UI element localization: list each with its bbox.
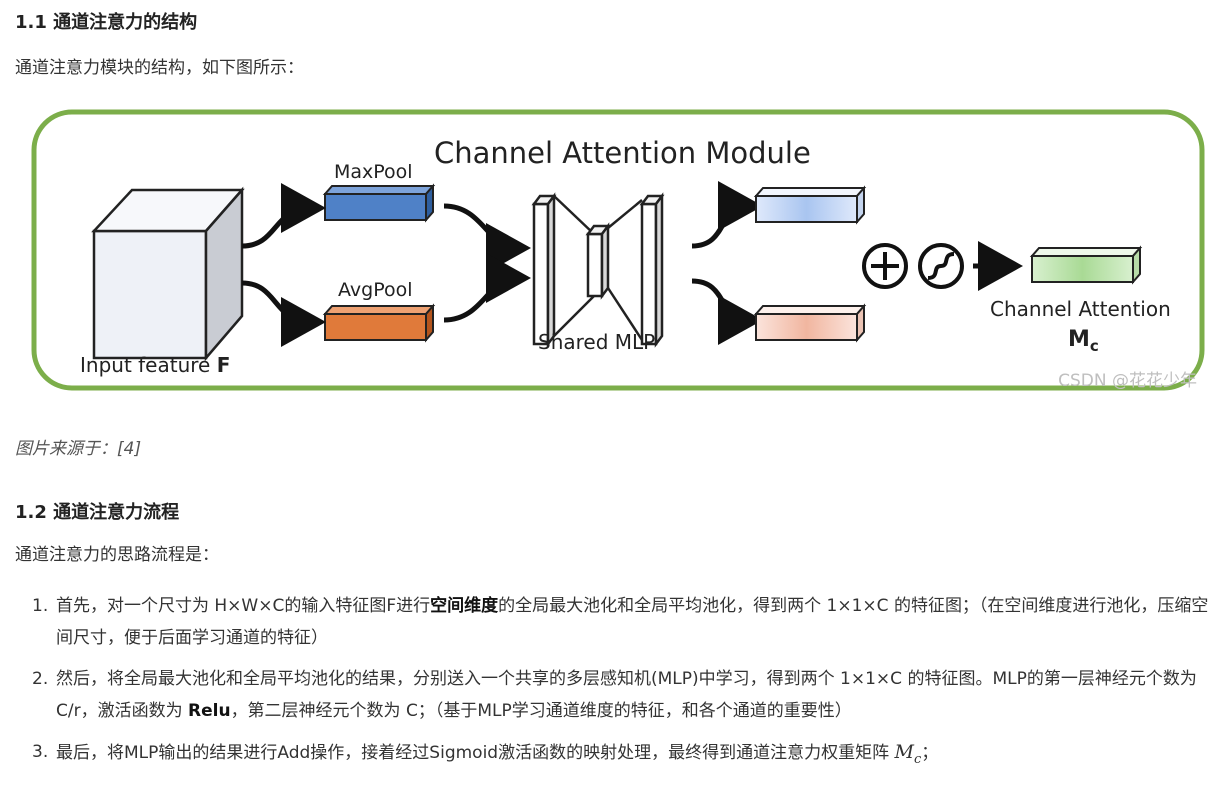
sigmoid-icon [918,243,964,289]
step-text-rest: 的全局最大池化和全局平均池化，得到两个 1×1×C 的特征图；（在空间维度进行池… [56,596,1209,648]
mlp-output-top [753,185,867,225]
arrow-to-avgpool [241,280,326,347]
step-text-rest: ； [921,743,939,763]
step-text: 然后，将全局最大池化和全局平均池化的结果，分别送入一个共享的多层感知机(MLP)… [56,669,1197,721]
add-operation-icon [862,243,908,289]
figure-title: Channel Attention Module [434,136,811,170]
channel-attention-output [1029,245,1143,285]
section-heading-structure: 1.1 通道注意力的结构 [15,12,198,33]
maxpool-label: MaxPool [334,161,413,183]
step-text: 最后，将MLP输出的结果进行Add操作，接着经过Sigmoid激活函数的映射处理… [56,743,895,763]
figure-caption: 图片来源于：[4] [15,439,142,459]
arrow-maxpool-to-mlp [443,203,531,273]
avgpool-block [322,303,436,343]
step-number: 2. [32,669,49,689]
arrow-avgpool-to-mlp [443,253,531,323]
input-feature-cube [91,186,245,362]
channel-attention-figure: Channel Attention Module Input feature F… [28,106,1210,396]
channel-attention-label: Channel Attention [990,297,1171,321]
list-item: 3. 最后，将MLP输出的结果进行Add操作，接着经过Sigmoid激活函数的映… [22,736,1217,776]
arrow-mlp-to-top [691,181,763,249]
step-number: 1. [32,596,49,616]
step-text: 首先，对一个尺寸为 H×W×C的输入特征图F进行 [56,596,431,616]
avgpool-label: AvgPool [338,279,413,301]
structure-intro-text: 通道注意力模块的结构，如下图所示： [15,58,304,78]
arrow-mlp-to-bottom [691,278,763,345]
mc-symbol: Mc [1068,327,1099,355]
mlp-output-bottom [753,303,867,343]
channel-attention-diagram: Channel Attention Module Input feature F… [31,109,1205,391]
csdn-watermark: CSDN @花花少年 [1058,371,1197,391]
step-bold-text: 空间维度 [430,596,499,616]
flow-steps-list: 1. 首先，对一个尺寸为 H×W×C的输入特征图F进行空间维度的全局最大池化和全… [22,590,1217,785]
shared-mlp-label: Shared MLP [538,330,655,354]
section-heading-flow: 1.2 通道注意力流程 [15,502,180,523]
flow-intro-text: 通道注意力的思路流程是： [15,545,219,565]
mc-math-symbol: Mc [894,741,922,767]
step-bold-text: Relu [188,701,231,721]
list-item: 1. 首先，对一个尺寸为 H×W×C的输入特征图F进行空间维度的全局最大池化和全… [22,590,1217,654]
list-item: 2. 然后，将全局最大池化和全局平均池化的结果，分别送入一个共享的多层感知机(M… [22,663,1217,727]
maxpool-block [322,183,436,223]
shared-mlp-block [531,192,665,348]
step-number: 3. [32,742,49,762]
step-text-rest: ，第二层神经元个数为 C；（基于MLP学习通道维度的特征，和各个通道的重要性） [230,701,852,721]
input-feature-label: Input feature F [80,353,230,377]
arrow-to-maxpool [241,183,326,249]
